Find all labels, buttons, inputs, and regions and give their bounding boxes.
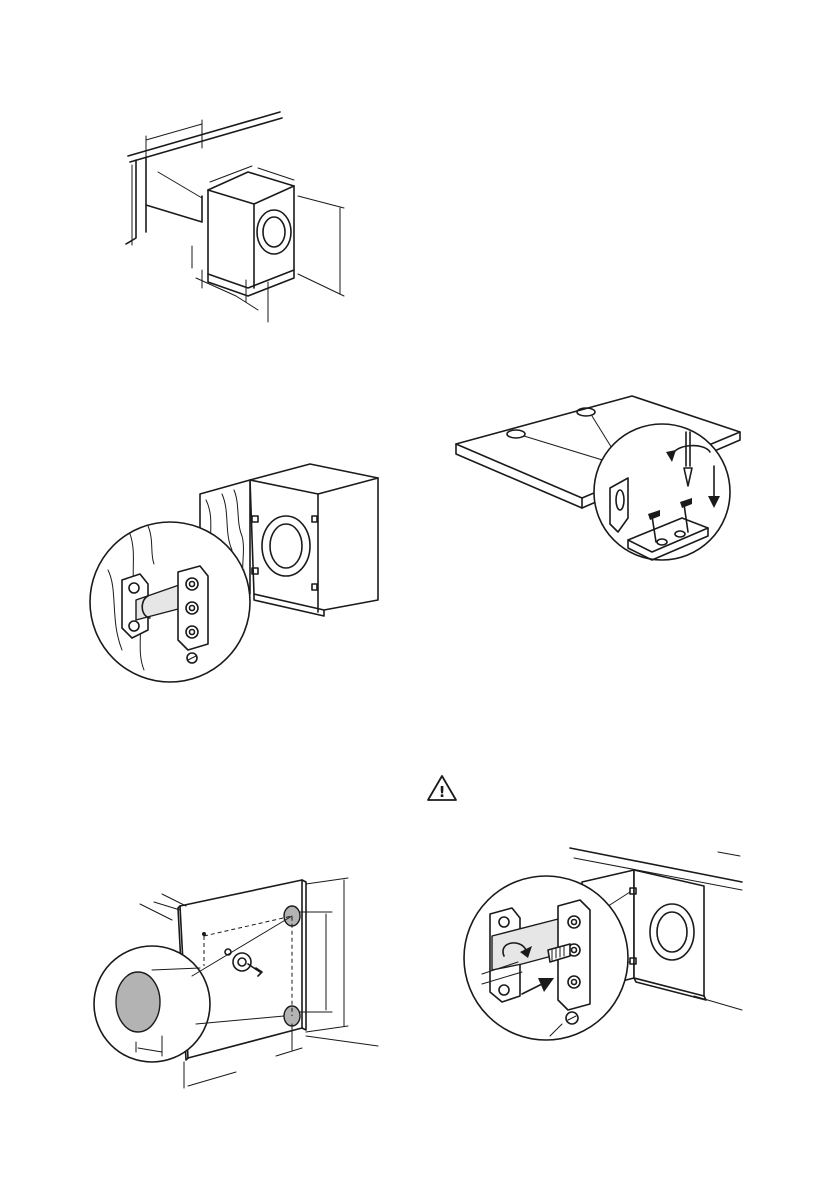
warning-icon-wrapper: ! bbox=[425, 773, 459, 803]
hinge-adjustment-figure bbox=[462, 846, 744, 1056]
warning-symbol: ! bbox=[439, 783, 446, 801]
door-panel-drilling-illustration bbox=[92, 876, 384, 1098]
warning-triangle-icon: ! bbox=[425, 773, 459, 803]
door-panel-drilling-figure bbox=[92, 876, 384, 1098]
cabinet-dimensions-illustration bbox=[118, 110, 358, 325]
door-hinge-figure bbox=[88, 460, 380, 685]
door-hinge-illustration bbox=[88, 460, 380, 685]
hinge-adjustment-illustration bbox=[462, 846, 744, 1056]
worktop-bracket-illustration bbox=[452, 392, 742, 572]
worktop-bracket-figure bbox=[452, 392, 742, 572]
installation-dimensions-figure bbox=[118, 110, 358, 325]
